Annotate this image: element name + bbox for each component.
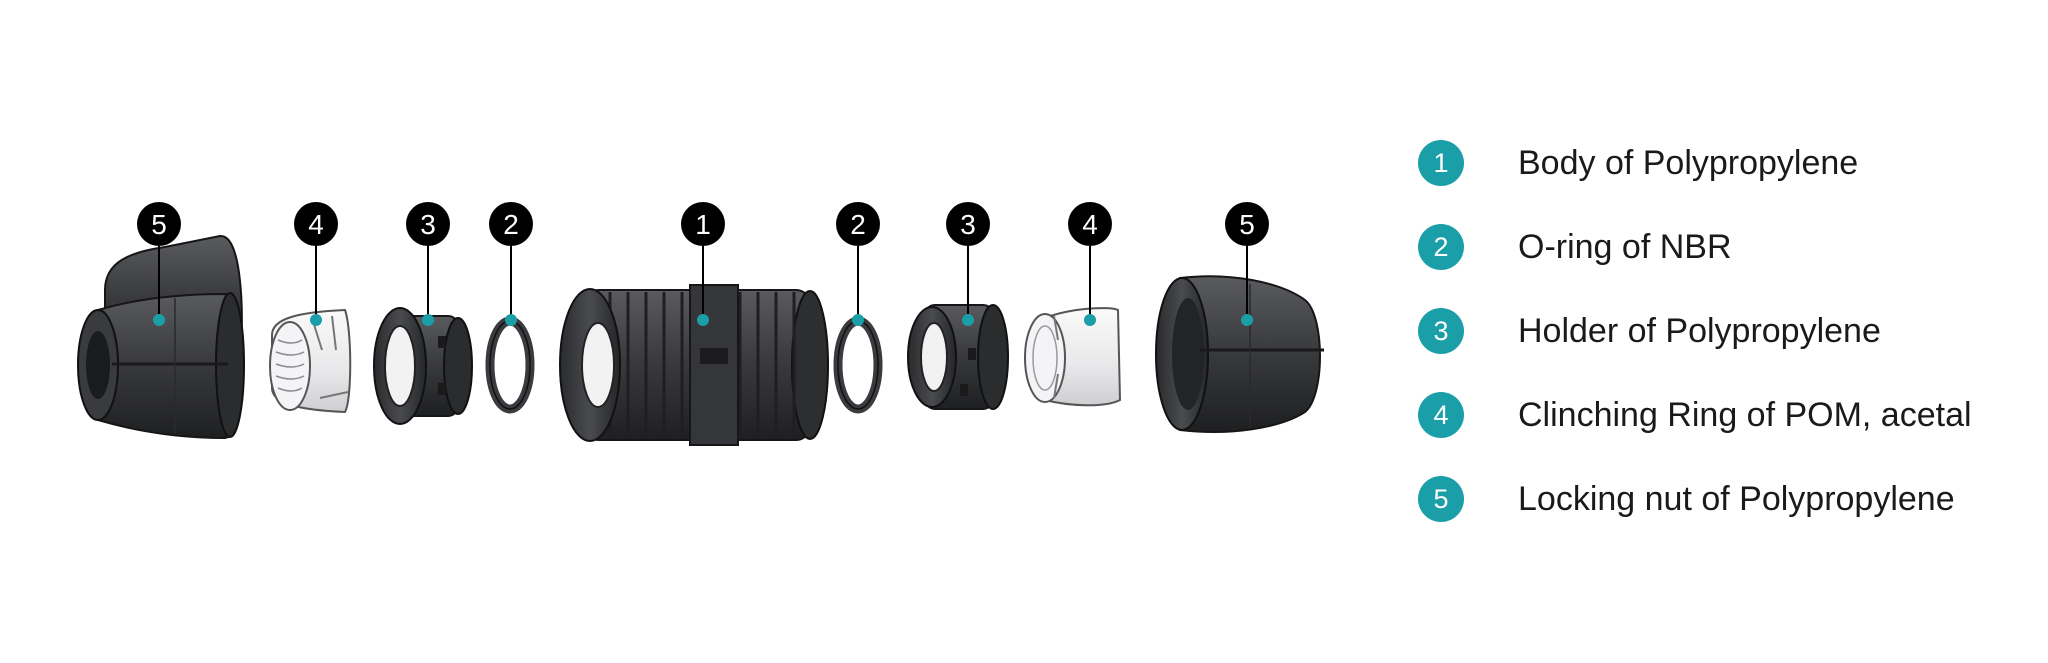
holder-left <box>373 307 473 425</box>
legend-badge-1: 1 <box>1418 140 1464 186</box>
legend-label-3: Holder of Polypropylene <box>1518 312 1881 350</box>
body-fitting <box>559 284 829 446</box>
callout-badge-2 <box>836 202 880 246</box>
clinching-ring-right <box>1024 307 1122 407</box>
legend-label-4: Clinching Ring of POM, acetal <box>1518 396 1972 434</box>
callout-dot-5 <box>1241 314 1253 326</box>
callout-dot-3 <box>422 314 434 326</box>
callout-number-4: 4 <box>1082 209 1098 240</box>
callout-number-3: 3 <box>960 209 976 240</box>
o-ring-left <box>485 316 535 414</box>
callout-group: 5 4 3 2 1 2 3 4 5 <box>137 202 1269 326</box>
callout-number-5: 5 <box>1239 209 1255 240</box>
callout-number-5: 5 <box>151 209 167 240</box>
callout-badge-3 <box>406 202 450 246</box>
callout-number-1: 1 <box>695 209 711 240</box>
clinching-ring-left <box>269 308 352 414</box>
legend-label-1: Body of Polypropylene <box>1518 144 1859 182</box>
callout-number-4: 4 <box>308 209 324 240</box>
legend-badge-3: 3 <box>1418 308 1464 354</box>
callout-badge-1 <box>681 202 725 246</box>
callout-number-2: 2 <box>850 209 866 240</box>
callout-number-3: 3 <box>420 209 436 240</box>
callout-badge-5 <box>137 202 181 246</box>
callout-dot-2 <box>852 314 864 326</box>
callout-dot-5 <box>153 314 165 326</box>
callout-badge-5 <box>1225 202 1269 246</box>
legend-label-5: Locking nut of Polypropylene <box>1518 480 1955 518</box>
callout-dot-4 <box>1084 314 1096 326</box>
callout-dot-4 <box>310 314 322 326</box>
callout-badge-3 <box>946 202 990 246</box>
callout-badge-2 <box>489 202 533 246</box>
legend-label-2: O-ring of NBR <box>1518 228 1732 266</box>
holder-right <box>907 304 1009 410</box>
callout-badge-4 <box>1068 202 1112 246</box>
callout-number-2: 2 <box>503 209 519 240</box>
callout-badge-4 <box>294 202 338 246</box>
locking-nut-left <box>77 234 245 440</box>
locking-nut-right <box>1155 275 1324 433</box>
o-ring-right <box>833 316 883 414</box>
legend-badge-5: 5 <box>1418 476 1464 522</box>
callout-dot-1 <box>697 314 709 326</box>
callout-dot-2 <box>505 314 517 326</box>
legend-badge-2: 2 <box>1418 224 1464 270</box>
legend-badge-4: 4 <box>1418 392 1464 438</box>
callout-dot-3 <box>962 314 974 326</box>
